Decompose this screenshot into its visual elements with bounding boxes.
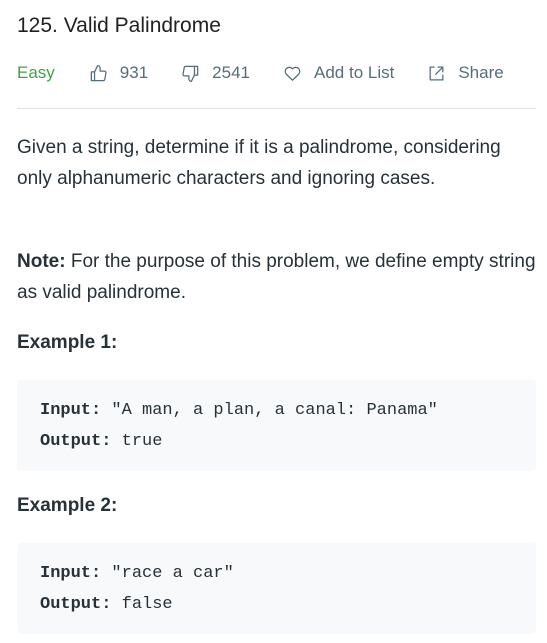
problem-meta-bar: Easy 931 2541 Add to List — [17, 60, 504, 86]
heart-icon — [284, 66, 301, 81]
example-1-output-value: true — [111, 432, 163, 451]
share-icon — [429, 66, 444, 80]
like-button[interactable]: 931 — [89, 63, 148, 83]
like-count: 931 — [119, 63, 149, 82]
add-to-list-label: Add to List — [314, 63, 395, 82]
example-1-heading: Example 1: — [17, 332, 118, 353]
thumbs-down-icon — [182, 65, 199, 82]
share-button[interactable]: Share — [427, 63, 504, 83]
difficulty-badge: Easy — [17, 63, 55, 82]
example-2-output-line: Output: false — [40, 589, 513, 620]
dislike-button[interactable]: 2541 — [181, 63, 250, 83]
note-label: Note: — [17, 251, 66, 272]
example-2-heading: Example 2: — [17, 495, 118, 516]
example-2-code-block: Input: "race a car" Output: false — [17, 543, 536, 634]
example-1-output-label: Output: — [40, 432, 112, 451]
problem-title: 125. Valid Palindrome — [17, 14, 221, 37]
header-divider — [17, 108, 536, 109]
example-2-input-label: Input: — [40, 564, 102, 583]
example-1-input-value: "A man, a plan, a canal: Panama" — [101, 401, 438, 420]
example-1-input-line: Input: "A man, a plan, a canal: Panama" — [40, 395, 513, 426]
example-2-input-line: Input: "race a car" — [40, 558, 513, 589]
note-text: For the purpose of this problem, we defi… — [17, 251, 536, 303]
dislike-count: 2541 — [212, 63, 250, 82]
example-1-code-block: Input: "A man, a plan, a canal: Panama" … — [17, 380, 536, 471]
share-label: Share — [458, 63, 504, 82]
example-2-output-label: Output: — [40, 595, 112, 614]
thumbs-up-icon — [90, 64, 107, 81]
example-2-output-value: false — [111, 595, 173, 614]
add-to-list-button[interactable]: Add to List — [283, 63, 394, 83]
problem-note: Note: For the purpose of this problem, w… — [17, 246, 537, 308]
example-1-output-line: Output: true — [40, 426, 513, 457]
example-2-input-value: "race a car" — [101, 564, 234, 583]
example-1-input-label: Input: — [40, 401, 102, 420]
problem-description: Given a string, determine if it is a pal… — [17, 137, 501, 189]
